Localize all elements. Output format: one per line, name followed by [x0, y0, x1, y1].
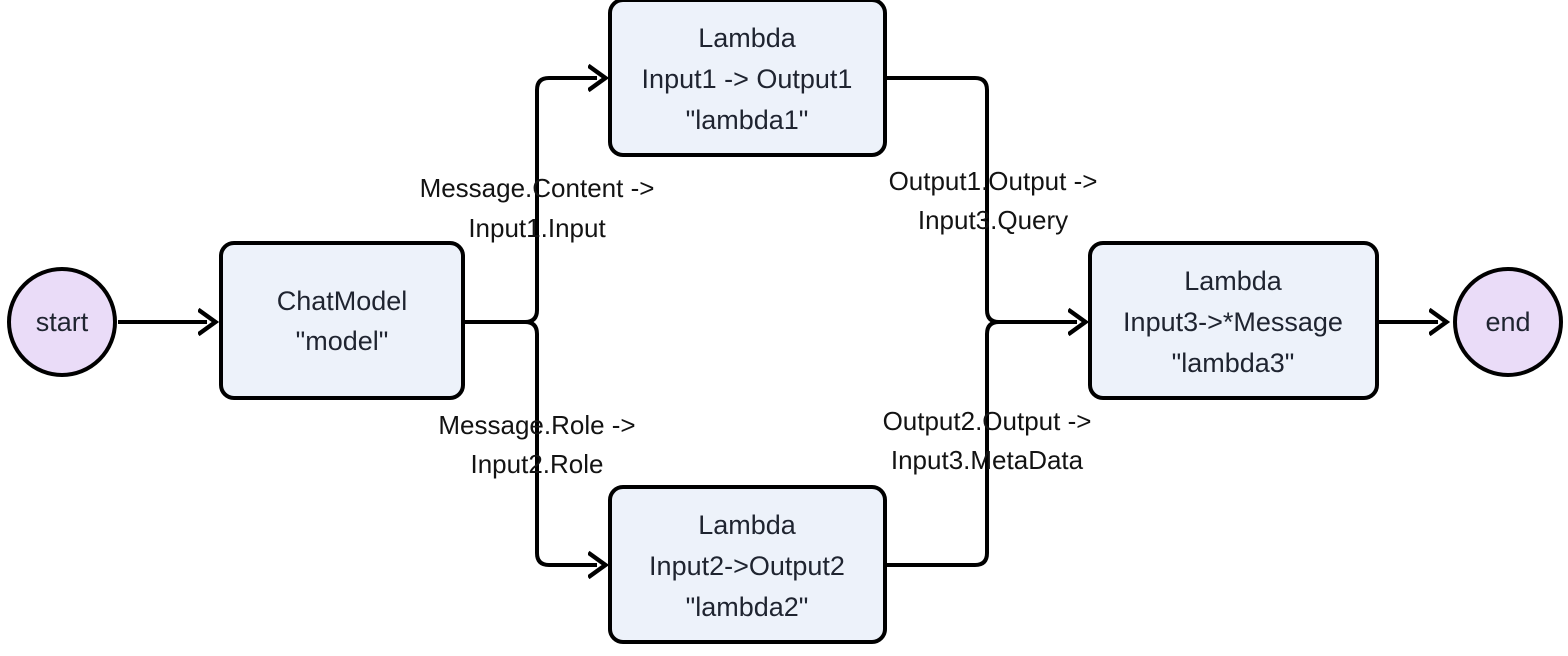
- node-start[interactable]: [7, 267, 117, 377]
- node-chatmodel-line1: ChatModel: [277, 286, 408, 316]
- edge-label-lambda1-to-lambda3-line1: Output1.Output ->: [889, 166, 1098, 196]
- edge-label-lambda2-to-lambda3-line2: Input3.MetaData: [891, 445, 1084, 475]
- edge-lambda1-to-lambda3: [885, 76, 1077, 322]
- edge-label-model-to-lambda2-line2: Input2.Role: [471, 449, 604, 479]
- edge-lambda2-to-lambda3: [885, 320, 1000, 567]
- node-chatmodel-line2: "model": [296, 326, 389, 356]
- node-lambda3-line1: Lambda: [1184, 266, 1283, 296]
- edge-label-model-to-lambda1-line1: Message.Content ->: [420, 173, 655, 203]
- node-lambda1-line1: Lambda: [698, 23, 797, 53]
- node-chatmodel[interactable]: [219, 241, 465, 400]
- node-lambda3[interactable]: [1088, 241, 1379, 400]
- node-lambda2-line1: Lambda: [698, 510, 797, 540]
- edge-label-model-to-lambda1-line2: Input1.Input: [468, 213, 606, 243]
- node-lambda2-line3: "lambda2": [686, 592, 809, 622]
- node-lambda2[interactable]: [608, 485, 887, 644]
- node-lambda2-line2: Input2->Output2: [649, 551, 845, 581]
- node-end[interactable]: [1453, 267, 1563, 377]
- node-lambda1-line2: Input1 -> Output1: [642, 64, 853, 94]
- node-lambda3-line2: Input3->*Message: [1123, 307, 1343, 337]
- edge-label-model-to-lambda2-line1: Message.Role ->: [438, 410, 635, 440]
- edge-label-lambda1-to-lambda3-line2: Input3.Query: [918, 205, 1068, 235]
- edge-label-lambda2-to-lambda3-line1: Output2.Output ->: [883, 406, 1092, 436]
- node-lambda3-line3: "lambda3": [1172, 348, 1295, 378]
- node-start-label: start: [36, 307, 89, 337]
- node-lambda1[interactable]: [608, 0, 887, 157]
- edge-model-to-lambda1: [524, 78, 597, 324]
- node-lambda1-line3: "lambda1": [686, 105, 809, 135]
- node-end-label: end: [1485, 307, 1530, 337]
- edge-model-to-lambda2: [524, 320, 597, 565]
